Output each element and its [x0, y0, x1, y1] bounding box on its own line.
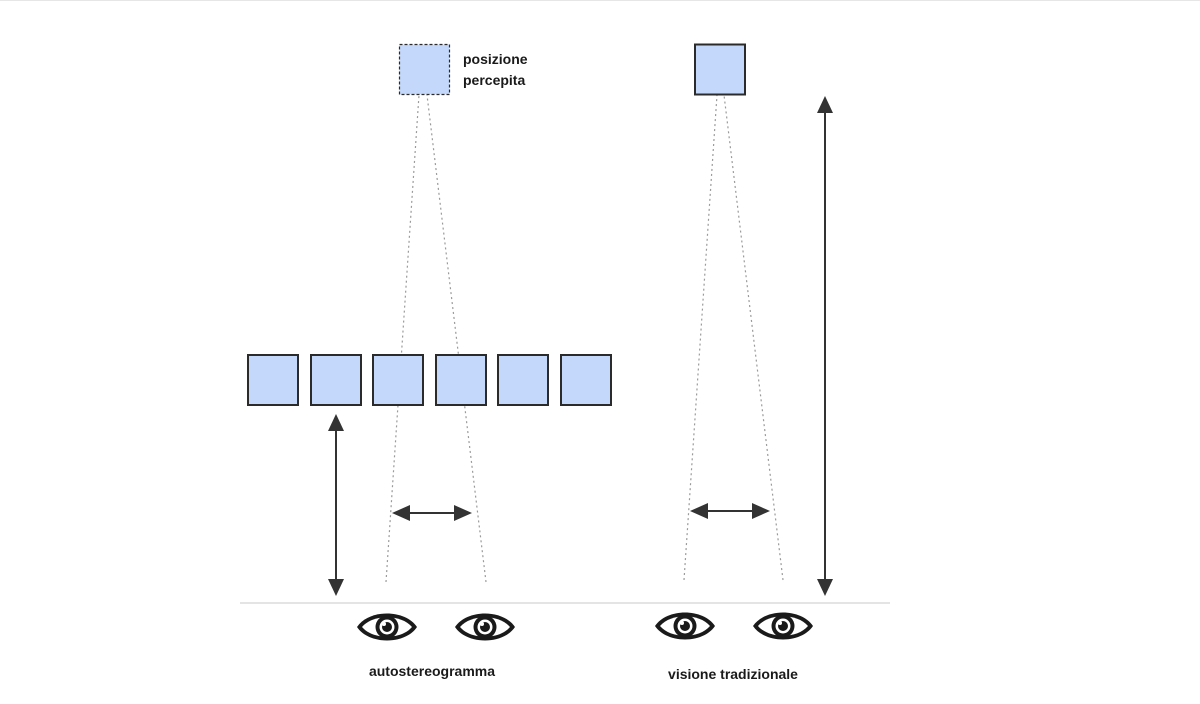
- eye-icon: [455, 613, 515, 641]
- screen-distance-arrow: [328, 414, 344, 596]
- eye-separation-arrow-left: [392, 505, 472, 521]
- perceived-position-square: [398, 43, 451, 96]
- autostereogram-sight-lines: [385, 94, 487, 583]
- pattern-square: [372, 354, 424, 406]
- pattern-square: [247, 354, 299, 406]
- traditional-vision-caption: visione tradizionale: [668, 666, 798, 682]
- eye-icon: [357, 613, 417, 641]
- right-eye-sight-line: [426, 94, 487, 583]
- eye-icon: [753, 612, 813, 640]
- eye-separation-arrow-right: [690, 503, 770, 519]
- eye-icon: [655, 612, 715, 640]
- pattern-square: [497, 354, 549, 406]
- object-distance-arrow: [817, 96, 833, 596]
- left-eye-sight-line: [683, 94, 718, 581]
- perceived-position-label-line1: posizione: [463, 51, 528, 67]
- traditional-sight-lines: [683, 94, 784, 581]
- right-eye-sight-line: [723, 94, 784, 581]
- pattern-square: [310, 354, 362, 406]
- pattern-square: [435, 354, 487, 406]
- pattern-row: [247, 354, 612, 406]
- autostereogram-caption: autostereogramma: [369, 663, 495, 679]
- real-object-square: [694, 43, 746, 96]
- pattern-square: [560, 354, 612, 406]
- left-eye-sight-line: [385, 94, 420, 583]
- perceived-position-label-line2: percepita: [463, 72, 525, 88]
